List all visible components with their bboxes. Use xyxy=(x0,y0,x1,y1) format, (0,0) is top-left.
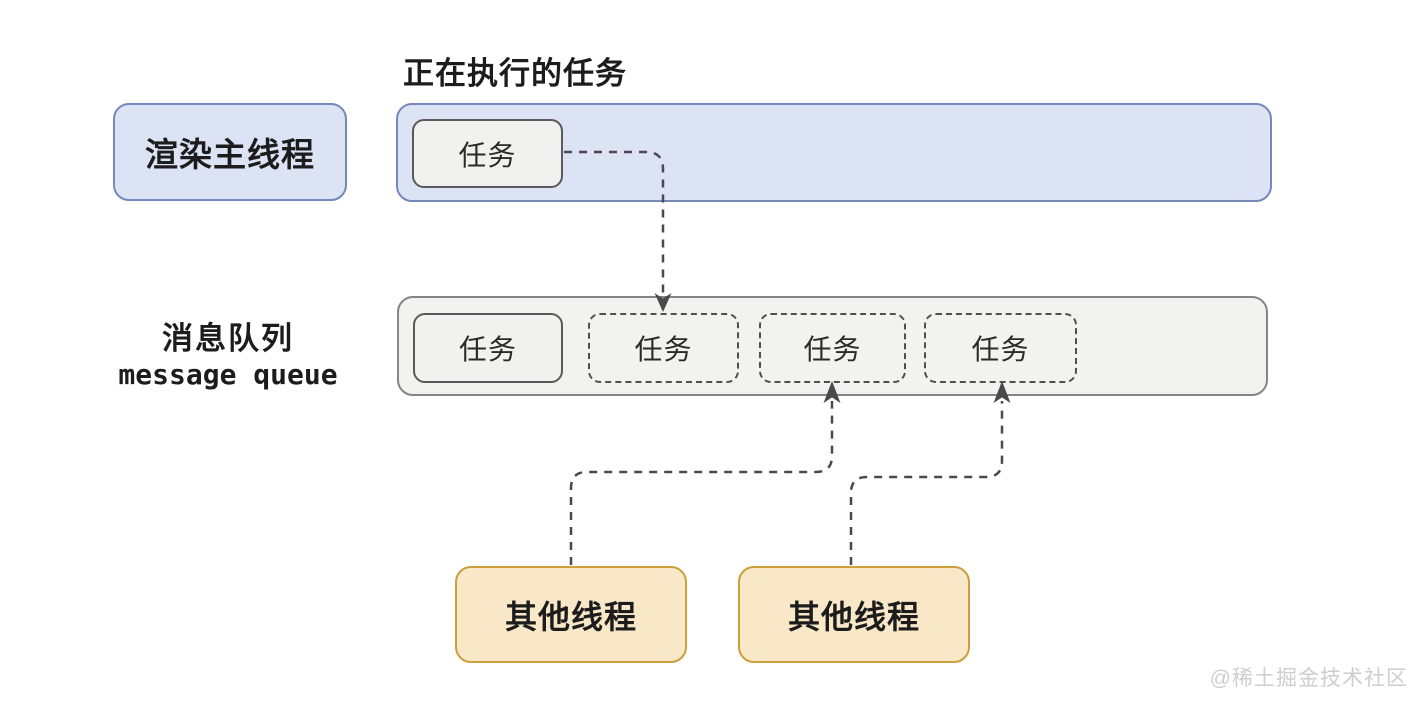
executing-task-title: 正在执行的任务 xyxy=(403,56,627,91)
other-thread-box-1: 其他线程 xyxy=(455,566,687,663)
executing-task-label: 任务 xyxy=(458,139,517,171)
watermark: @稀土掘金技术社区 xyxy=(1209,667,1408,690)
message-queue-label-cn: 消息队列 xyxy=(162,321,294,356)
executing-task-box: 任务 xyxy=(412,119,563,188)
render-main-thread-label: 渲染主线程 xyxy=(145,136,315,173)
other-thread-box-2: 其他线程 xyxy=(738,566,970,663)
other-thread-label: 其他线程 xyxy=(787,598,920,635)
queue-task-label: 任务 xyxy=(971,334,1030,365)
queue-task-label: 任务 xyxy=(634,334,693,365)
queue-task-box-dashed: 任务 xyxy=(588,313,739,383)
other-thread-label: 其他线程 xyxy=(504,598,637,635)
message-queue-label-en: message queue xyxy=(118,358,338,391)
queue-task-box-dashed: 任务 xyxy=(759,313,906,383)
queue-task-box-dashed: 任务 xyxy=(924,313,1077,383)
arrow-thread1-to-queue xyxy=(569,381,841,565)
queue-task-label: 任务 xyxy=(803,334,862,365)
render-main-thread-box: 渲染主线程 xyxy=(113,103,347,201)
queue-task-box: 任务 xyxy=(413,313,563,383)
queue-task-label: 任务 xyxy=(458,334,517,365)
arrow-thread2-to-queue xyxy=(849,381,1011,565)
message-queue-label: 消息队列 message queue xyxy=(88,320,368,393)
